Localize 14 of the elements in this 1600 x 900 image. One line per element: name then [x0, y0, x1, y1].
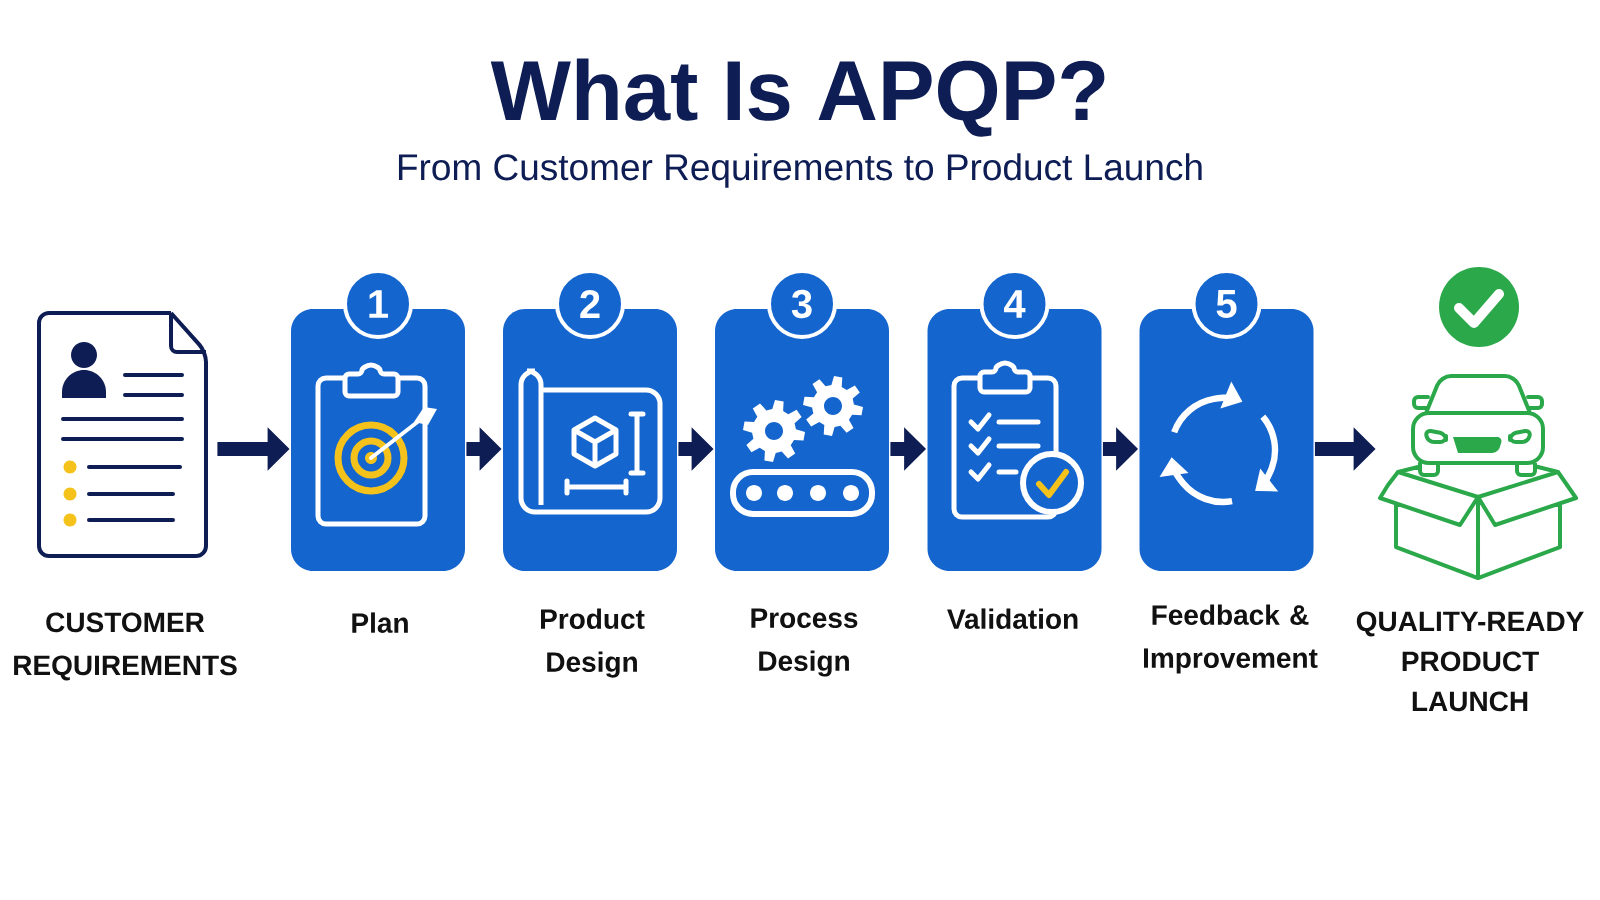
step-label: Process Design [751, 608, 858, 677]
step-label: Plan [352, 612, 408, 633]
number-badge: 3 [767, 269, 837, 339]
step-label: Feedback & Improvement [1144, 604, 1318, 674]
number-badge: 4 [979, 269, 1050, 339]
subtitle: From Customer Requirements to Product Launch [398, 153, 1202, 188]
number-badge: 5 [1191, 269, 1262, 339]
title: What Is APQP? [490, 58, 1105, 137]
step-label: Validation [947, 608, 1078, 629]
node-label: CUSTOMER REQUIREMENTS [14, 612, 237, 681]
number-badge: 2 [555, 269, 625, 339]
number-badge: 1 [343, 269, 413, 339]
step-label: Product Design [541, 608, 645, 678]
node-label: QUALITY-READY PRODUCT LAUNCH [1356, 611, 1584, 712]
